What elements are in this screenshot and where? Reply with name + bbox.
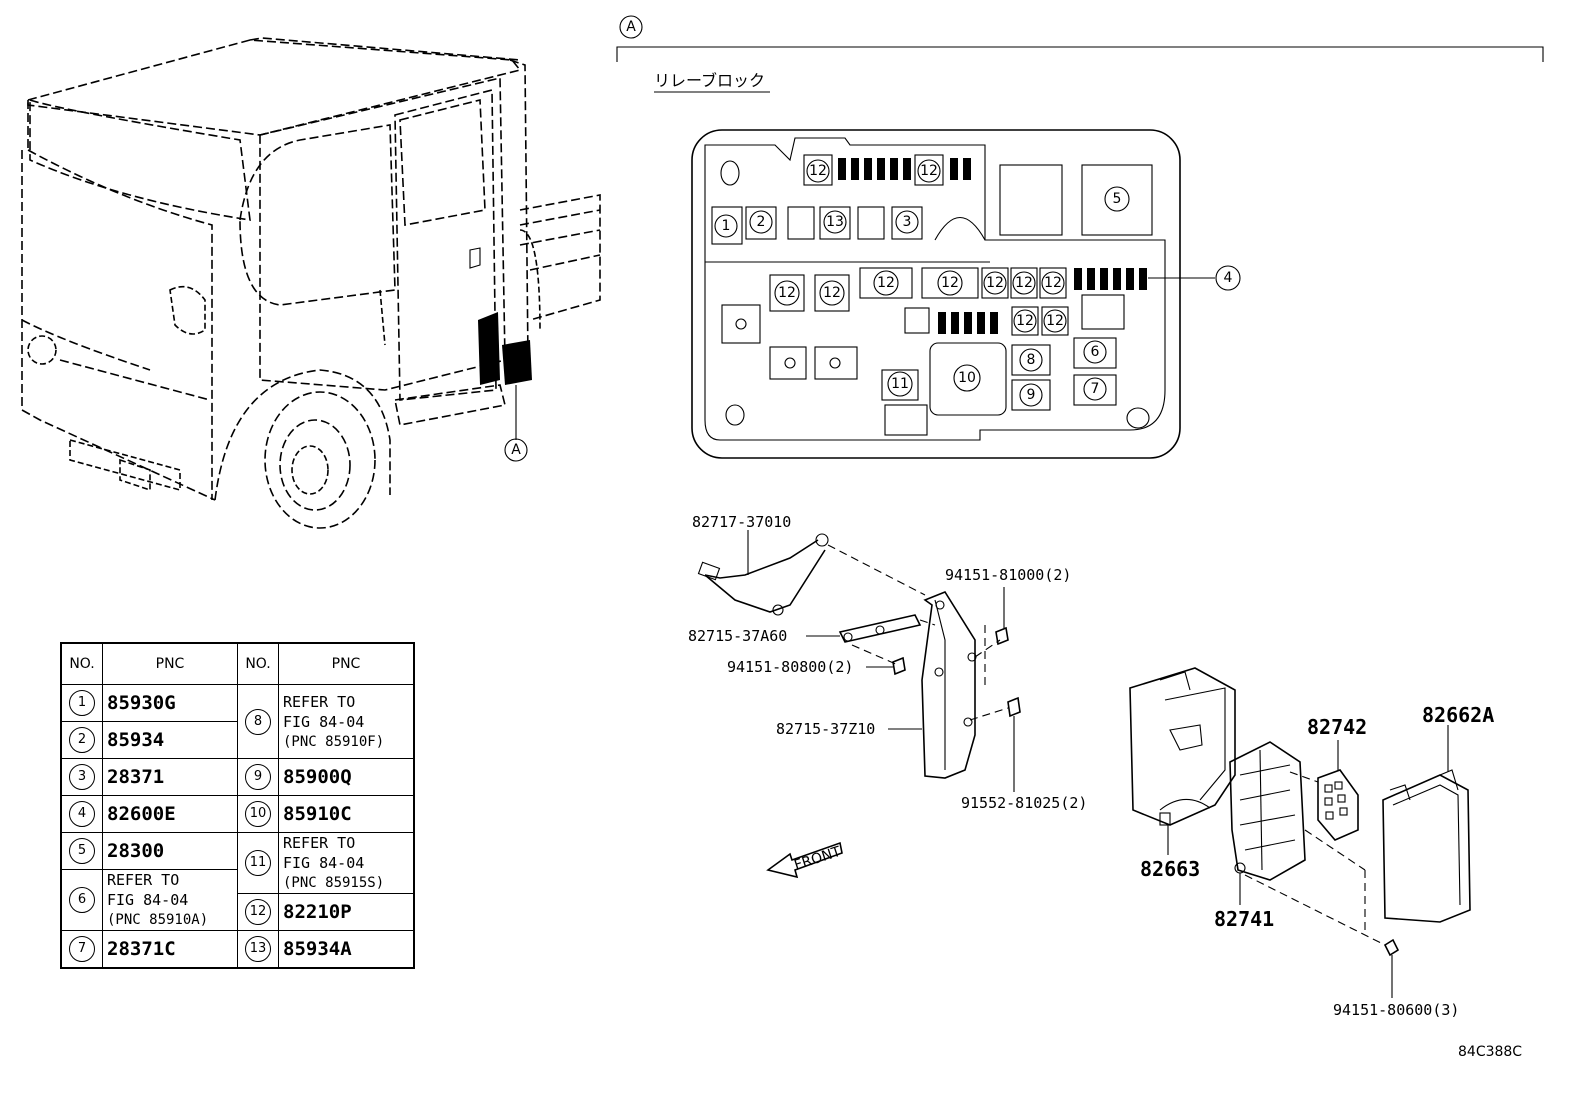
part-label-82662a: 82662A [1422, 703, 1494, 727]
figure-code: 84C388C [1458, 1044, 1522, 1060]
svg-text:7: 7 [1091, 381, 1100, 397]
row-number: 13 [245, 935, 271, 962]
table-row: 2 85934 [60, 721, 414, 759]
svg-text:12: 12 [1044, 275, 1062, 291]
row-number: 1 [69, 690, 95, 716]
relay-block-callouts: 1 2 3 4 5 6 7 8 9 10 11 12 12 12 12 12 1… [714, 159, 1241, 407]
svg-text:8: 8 [1027, 352, 1036, 368]
pnc-reference: REFER TO FIG 84-04 (PNC 85910A) [102, 869, 238, 931]
svg-text:12: 12 [877, 275, 895, 291]
svg-text:5: 5 [1113, 191, 1122, 207]
svg-text:1: 1 [722, 218, 731, 234]
svg-text:12: 12 [778, 285, 796, 301]
relay-block [691, 129, 1215, 459]
relay-block-title: リレーブロック [654, 71, 765, 90]
table-row: 7 28371C 13 85934A [60, 930, 415, 968]
pnc-value: 85934A [278, 930, 415, 968]
table-header-no: NO. [60, 642, 103, 685]
pnc-value: 28300 [102, 832, 238, 870]
row-number: 6 [69, 887, 95, 913]
part-label-94151-80600: 94151-80600(3) [1333, 1001, 1459, 1019]
pnc-value: 28371C [102, 930, 238, 968]
svg-text:12: 12 [1015, 275, 1033, 291]
part-label-82715-37z10: 82715-37Z10 [776, 720, 875, 738]
front-label: FRONT [792, 844, 843, 874]
part-label-82663: 82663 [1140, 857, 1200, 881]
table-row: 1 85930G 8 REFER TO FIG 84-04 (PNC 85910… [60, 684, 415, 759]
section-a-label: A [626, 19, 636, 35]
pnc-table: NO. PNC NO. PNC 1 85930G 8 REFER TO FIG … [60, 642, 415, 969]
svg-text:10: 10 [958, 370, 976, 386]
table-header-pnc: PNC [102, 642, 238, 685]
table-row: 12 82210P [61, 893, 415, 931]
pnc-value: 85930G [102, 684, 238, 722]
svg-text:12: 12 [920, 163, 938, 179]
table-row: 5 28300 11 REFER TO FIG 84-04 (PNC 85915… [60, 832, 415, 894]
svg-text:12: 12 [809, 163, 827, 179]
svg-text:3: 3 [903, 214, 912, 230]
svg-text:13: 13 [826, 214, 844, 230]
svg-text:12: 12 [1046, 313, 1064, 329]
pnc-value: 82210P [278, 893, 415, 931]
row-number: 10 [245, 801, 271, 827]
part-label-82717-37010: 82717-37010 [692, 513, 791, 531]
table-header-pnc: PNC [278, 642, 415, 685]
pnc-value: 85900Q [278, 758, 415, 796]
part-label-94151-80800: 94151-80800(2) [727, 658, 853, 676]
row-number: 3 [69, 764, 95, 790]
pnc-value: 85934 [102, 721, 238, 759]
pnc-reference: REFER TO FIG 84-04 (PNC 85915S) [278, 832, 415, 894]
row-number: 11 [245, 850, 271, 876]
callout-a-truck-label: A [511, 442, 521, 458]
svg-text:12: 12 [823, 285, 841, 301]
callout-a-truck [504, 438, 528, 462]
svg-text:12: 12 [941, 275, 959, 291]
section-a-bracket [616, 46, 1544, 62]
front-arrow: FRONT [766, 841, 843, 879]
part-label-94151-81000: 94151-81000(2) [945, 566, 1071, 584]
part-label-82741: 82741 [1214, 907, 1274, 931]
table-row: 6 REFER TO FIG 84-04 (PNC 85910A) [60, 869, 414, 931]
svg-text:4: 4 [1224, 270, 1233, 286]
row-number: 5 [69, 838, 95, 864]
part-label-91552-81025: 91552-81025(2) [961, 794, 1087, 812]
relay-box-components [1129, 667, 1471, 998]
svg-text:12: 12 [986, 275, 1004, 291]
svg-text:2: 2 [757, 214, 766, 230]
row-number: 12 [245, 899, 271, 925]
part-label-82715-37a60: 82715-37A60 [688, 627, 787, 645]
table-row: 4 82600E 10 85910C [60, 795, 415, 833]
row-number: 9 [245, 764, 271, 790]
svg-text:6: 6 [1091, 344, 1100, 360]
pnc-value: 85910C [278, 795, 415, 833]
table-header-no: NO. [237, 642, 279, 685]
row-number: 4 [69, 801, 95, 827]
pnc-value: 82600E [102, 795, 238, 833]
truck-illustration [21, 37, 601, 529]
row-number: 8 [245, 708, 271, 735]
section-a-marker [619, 15, 643, 39]
pnc-reference: REFER TO FIG 84-04 (PNC 85910F) [278, 684, 415, 759]
svg-text:11: 11 [891, 376, 909, 392]
pnc-value: 28371 [102, 758, 238, 796]
svg-text:9: 9 [1027, 387, 1036, 403]
svg-text:12: 12 [1016, 313, 1034, 329]
bracket-assembly [697, 530, 1021, 792]
row-number: 2 [69, 727, 95, 753]
table-header-row: NO. PNC NO. PNC [60, 642, 415, 685]
part-label-82742: 82742 [1307, 715, 1367, 739]
table-row: 3 28371 9 85900Q [60, 758, 415, 796]
row-number: 7 [69, 935, 95, 962]
